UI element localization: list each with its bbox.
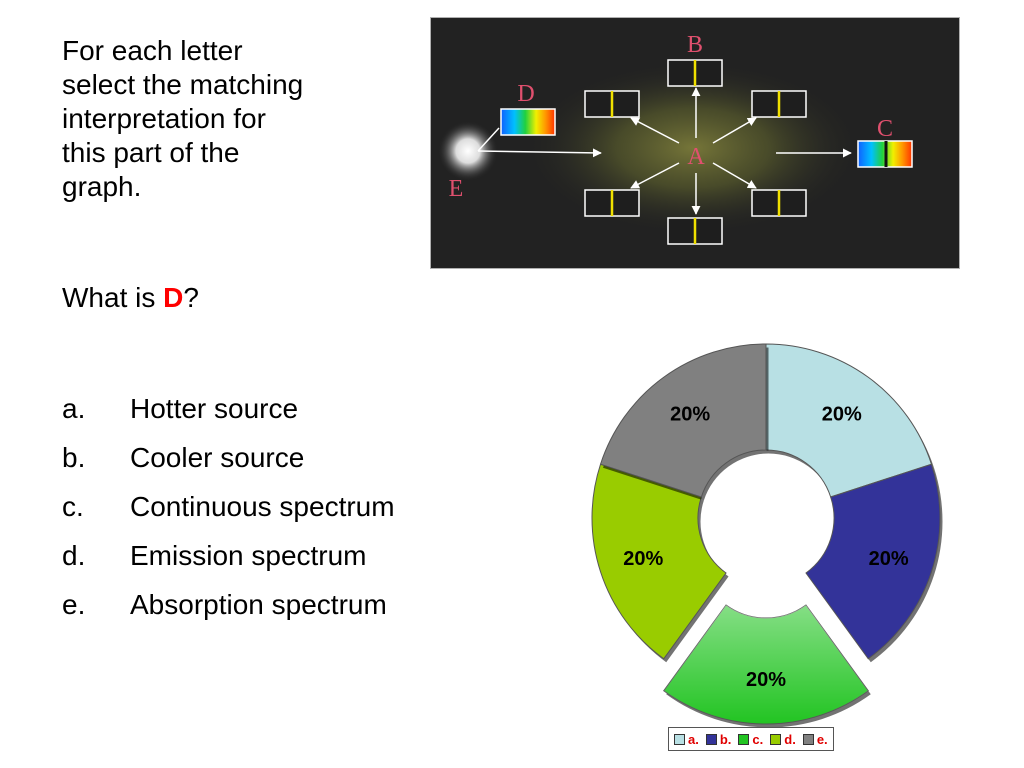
answer-options: a. Hotter source b. Cooler source c. Contin… xyxy=(62,384,395,629)
prompt-text: For each letter select the matching inte… xyxy=(62,34,372,204)
option-label: Absorption spectrum xyxy=(130,589,387,620)
arrow-cloud-down-right xyxy=(712,162,757,189)
legend-swatch xyxy=(802,733,814,745)
donut-chart-svg: 20% 20% 20% 20% 20% xyxy=(591,343,943,728)
option-key: c. xyxy=(62,491,84,522)
prompt-line: For each letter xyxy=(62,35,243,66)
slice-a[interactable] xyxy=(765,343,933,498)
data-label-d: 20% xyxy=(623,548,663,570)
question-suffix: ? xyxy=(183,282,199,313)
data-label-b: 20% xyxy=(869,548,909,570)
question-text: What is D? xyxy=(62,281,199,315)
option-e[interactable]: e. Absorption spectrum xyxy=(62,580,395,629)
prompt-line: interpretation for xyxy=(62,103,266,134)
label-a: A xyxy=(687,144,705,170)
label-c: C xyxy=(877,116,893,142)
light-source-star xyxy=(438,121,498,181)
legend-label: d. xyxy=(784,731,796,747)
spectrum-diagram-svg: A B C D E xyxy=(438,32,913,245)
arrow-source-to-cloud xyxy=(477,148,602,158)
arrow-cloud-down-left xyxy=(630,162,680,189)
option-key: b. xyxy=(62,442,86,473)
emission-spectrum-lower-left xyxy=(584,189,640,217)
option-key: d. xyxy=(62,540,86,571)
prompt-line: select the matching xyxy=(62,69,304,100)
prompt-line: graph. xyxy=(62,171,142,202)
legend-item-c: c. xyxy=(738,732,763,747)
option-b[interactable]: b. Cooler source xyxy=(62,433,395,482)
arrow-cloud-up-right xyxy=(712,117,757,144)
question-prefix: What is xyxy=(62,282,164,313)
label-e: E xyxy=(449,176,464,202)
option-label: Continuous spectrum xyxy=(130,491,395,522)
legend-swatch xyxy=(705,733,717,745)
legend-swatch xyxy=(770,733,782,745)
emission-spectrum-bottom xyxy=(667,217,723,245)
option-label: Emission spectrum xyxy=(130,540,367,571)
slice-highlight-c xyxy=(663,605,869,724)
slice-b[interactable] xyxy=(805,463,941,660)
legend-item-e: e. xyxy=(802,731,828,747)
data-label-c: 20% xyxy=(746,669,786,691)
arrow-cloud-up-left xyxy=(630,117,680,144)
option-label: Hotter source xyxy=(130,393,299,424)
emission-spectrum-lower-right xyxy=(751,189,807,217)
label-b: B xyxy=(687,32,703,58)
question-highlight: D xyxy=(163,282,184,313)
option-d[interactable]: d. Emission spectrum xyxy=(62,531,395,580)
option-a[interactable]: a. Hotter source xyxy=(62,384,395,433)
legend-item-b: b. xyxy=(705,731,732,747)
emission-spectrum-top xyxy=(667,59,723,87)
data-label-e: 20% xyxy=(670,404,710,426)
label-d: D xyxy=(517,81,534,107)
legend-item-a: a. xyxy=(674,732,699,747)
legend-label: a. xyxy=(688,731,699,747)
response-donut-chart: 20% 20% 20% 20% 20% xyxy=(560,330,972,728)
chart-legend: a. b. c. d. e. xyxy=(668,727,834,751)
option-label: Cooler source xyxy=(130,442,305,473)
option-key: a. xyxy=(62,393,86,424)
continuous-spectrum-d xyxy=(500,108,556,136)
emission-spectrum-upper-left xyxy=(584,90,640,118)
option-key: e. xyxy=(62,589,86,620)
data-label-a: 20% xyxy=(822,404,862,426)
legend-label: c. xyxy=(752,731,764,747)
legend-swatch xyxy=(738,733,750,745)
legend-item-d: d. xyxy=(770,732,796,747)
absorption-spectrum-c xyxy=(857,140,913,168)
spectrum-diagram: A B C D E xyxy=(430,17,960,269)
slice-d[interactable] xyxy=(591,463,727,660)
legend-label: e. xyxy=(816,731,828,747)
prompt-line: this part of the xyxy=(62,137,240,168)
option-c[interactable]: c. Continuous spectrum xyxy=(62,482,395,531)
slice-e[interactable] xyxy=(599,343,767,498)
emission-spectrum-upper-right xyxy=(751,90,807,118)
arrow-source-to-d xyxy=(477,127,500,152)
legend-swatch xyxy=(674,733,685,745)
legend-label: b. xyxy=(719,731,732,747)
